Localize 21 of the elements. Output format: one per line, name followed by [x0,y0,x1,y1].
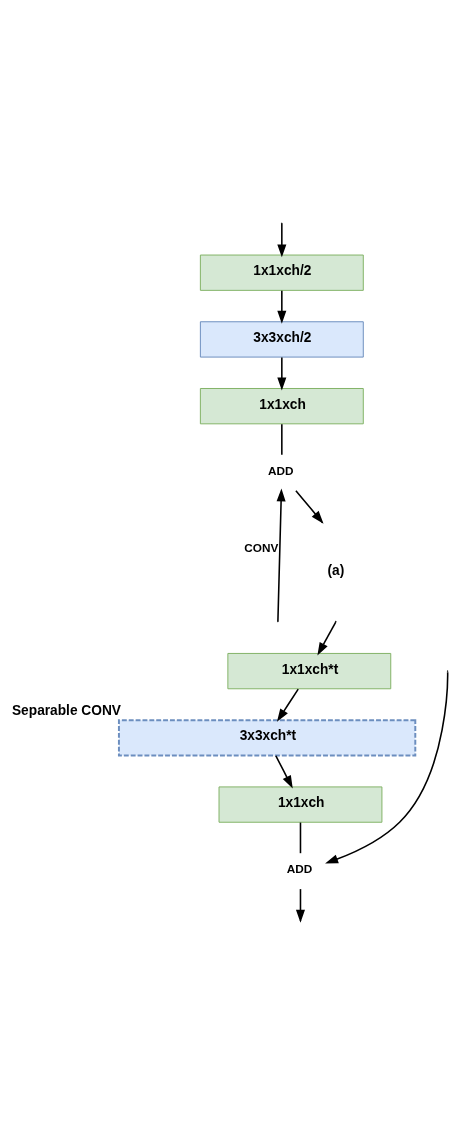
node-box: 1x1xch*t [227,652,392,690]
node-text: ADD [268,463,294,477]
arrow [277,223,287,258]
arrow [277,356,287,391]
connector [299,821,302,854]
node-box: 3x3xch/2 [199,321,364,358]
connector [281,423,283,456]
arrow [277,289,287,324]
edge-label: CONV [244,540,279,554]
arrow [275,755,293,789]
label: (a) [327,562,345,578]
arrow [325,671,449,864]
arrow [276,488,286,622]
node-text: ADD [286,862,313,876]
node-box: 1x1xch [199,388,364,425]
node-label: Separable CONV [11,703,121,719]
node-box: 1x1xch/2 [199,254,364,291]
arrow [276,688,299,722]
node-box: 3x3xch*t [117,719,417,757]
arrow [317,621,337,656]
node-box: 1x1xch [218,786,383,823]
